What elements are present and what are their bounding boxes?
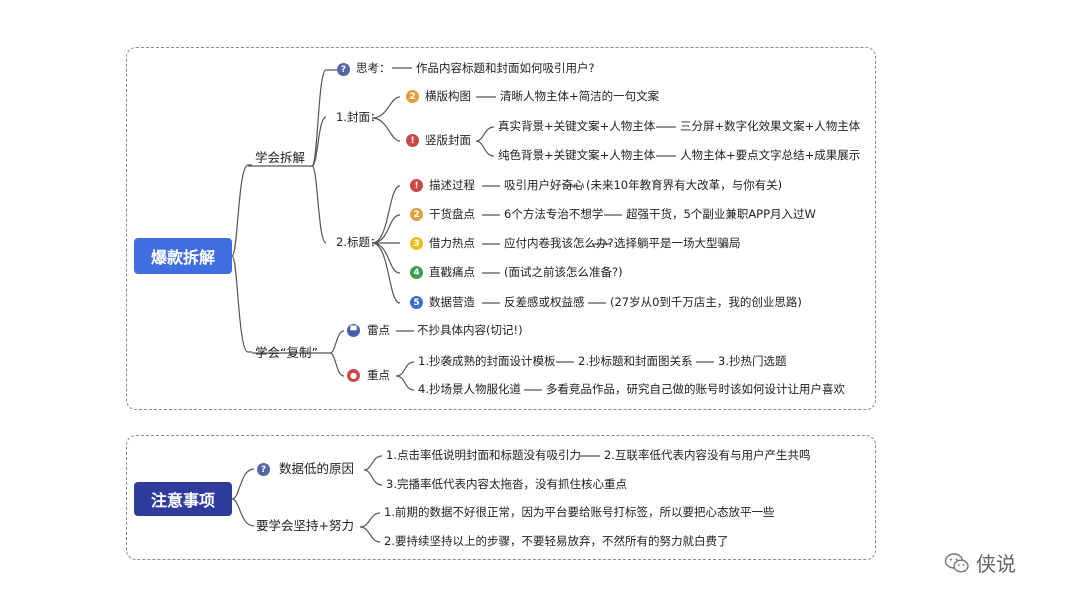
low-data-r1a[interactable]: 1.点击率低说明封面和标题没有吸引力 — [386, 448, 581, 462]
title-item-2-b[interactable]: 超强干货，5个副业兼职APP月入过W — [626, 207, 816, 221]
wechat-icon — [944, 552, 969, 573]
low-data-r1b[interactable]: 2.互联率低代表内容没有与用户产生共鸣 — [604, 448, 811, 462]
question-icon: ? — [337, 63, 350, 76]
thunder-label[interactable]: 雷点 — [367, 323, 390, 337]
title-item-3-a[interactable]: 应付内卷我该怎么办? — [504, 236, 614, 250]
low-data-r2[interactable]: 3.完播率低代表内容太拖沓，没有抓住核心重点 — [386, 477, 627, 491]
branch-learn-analyze[interactable]: 学会拆解 — [255, 150, 306, 165]
think-label[interactable]: 思考： — [356, 61, 391, 75]
watermark-text: 侠说 — [976, 552, 1016, 576]
cover-portrait-r2b[interactable]: 人物主体+要点文字总结+成果展示 — [680, 148, 861, 162]
title-item-4-a[interactable]: (面试之前该怎么准备?) — [504, 265, 623, 279]
thunder-desc[interactable]: 不抄具体内容(切记!) — [417, 323, 523, 337]
title-item-5-a[interactable]: 反差感或权益感 — [504, 295, 585, 309]
persist-label[interactable]: 要学会坚持+努力 — [256, 518, 354, 533]
persist-r1[interactable]: 1.前期的数据不好很正常，因为平台要给账号打标签，所以要把心态放平一些 — [384, 505, 775, 519]
number-1-icon: ! — [406, 134, 419, 147]
focus-r1a[interactable]: 1.抄袭成熟的封面设计模板 — [418, 354, 556, 368]
number-3-icon: 3 — [410, 237, 423, 250]
cover-portrait-r2a[interactable]: 纯色背景+关键文案+人物主体 — [498, 148, 656, 162]
number-2-icon: 2 — [406, 90, 419, 103]
alert-icon: ● — [347, 369, 360, 382]
flag-icon: ▀ — [347, 324, 360, 337]
cover-portrait-label[interactable]: 竖版封面 — [425, 133, 471, 147]
title-item-5-label[interactable]: 数据营造 — [429, 295, 475, 309]
number-1-icon: ! — [410, 179, 423, 192]
number-5-icon: 5 — [410, 296, 423, 309]
focus-r1c[interactable]: 3.抄热门选题 — [718, 354, 787, 368]
cover-landscape-label[interactable]: 横版构图 — [425, 89, 471, 103]
title-item-3-b[interactable]: 选择躺平是一场大型骗局 — [614, 236, 741, 250]
question-icon: ? — [257, 463, 270, 476]
top-panel — [126, 47, 876, 410]
cover-portrait-r1b[interactable]: 三分屏+数字化效果文案+人物主体 — [680, 119, 861, 133]
focus-r1b[interactable]: 2.抄标题和封面图关系 — [578, 354, 693, 368]
bottom-panel — [126, 435, 876, 560]
cover-label[interactable]: 1.封面： — [336, 110, 382, 124]
title-item-5-b[interactable]: (27岁从0到千万店主，我的创业思路) — [610, 295, 802, 309]
branch-learn-copy[interactable]: 学会“复制” — [255, 345, 318, 360]
root-node-notes[interactable]: 注意事项 — [134, 482, 232, 516]
think-desc[interactable]: 作品内容标题和封面如何吸引用户? — [416, 61, 595, 75]
title-item-2-label[interactable]: 干货盘点 — [429, 207, 475, 221]
number-4-icon: 4 — [410, 266, 423, 279]
focus-label[interactable]: 重点 — [367, 368, 390, 382]
cover-portrait-r1a[interactable]: 真实背景+关键文案+人物主体 — [498, 119, 656, 133]
title-item-1-b[interactable]: (未来10年教育界有大改革，与你有关) — [586, 178, 783, 192]
title-item-1-label[interactable]: 描述过程 — [429, 178, 475, 192]
watermark: 侠说 — [944, 548, 1016, 577]
focus-r2a[interactable]: 4.抄场景人物服化道 — [418, 382, 521, 396]
title-item-2-a[interactable]: 6个方法专治不想学 — [504, 207, 604, 221]
title-label[interactable]: 2.标题： — [336, 235, 382, 249]
number-2-icon: 2 — [410, 208, 423, 221]
low-data-label[interactable]: 数据低的原因 — [279, 461, 355, 476]
focus-r2b[interactable]: 多看竞品作品，研究自己做的账号时该如何设计让用户喜欢 — [546, 382, 845, 396]
title-item-3-label[interactable]: 借力热点 — [429, 236, 475, 250]
title-item-4-label[interactable]: 直戳痛点 — [429, 265, 475, 279]
cover-landscape-desc[interactable]: 清晰人物主体+简洁的一句文案 — [500, 89, 660, 103]
root-node-hit-analysis[interactable]: 爆款拆解 — [134, 238, 232, 274]
persist-r2[interactable]: 2.要持续坚持以上的步骤，不要轻易放弃，不然所有的努力就白费了 — [384, 534, 729, 548]
title-item-1-a[interactable]: 吸引用户好奇心 — [504, 178, 585, 192]
